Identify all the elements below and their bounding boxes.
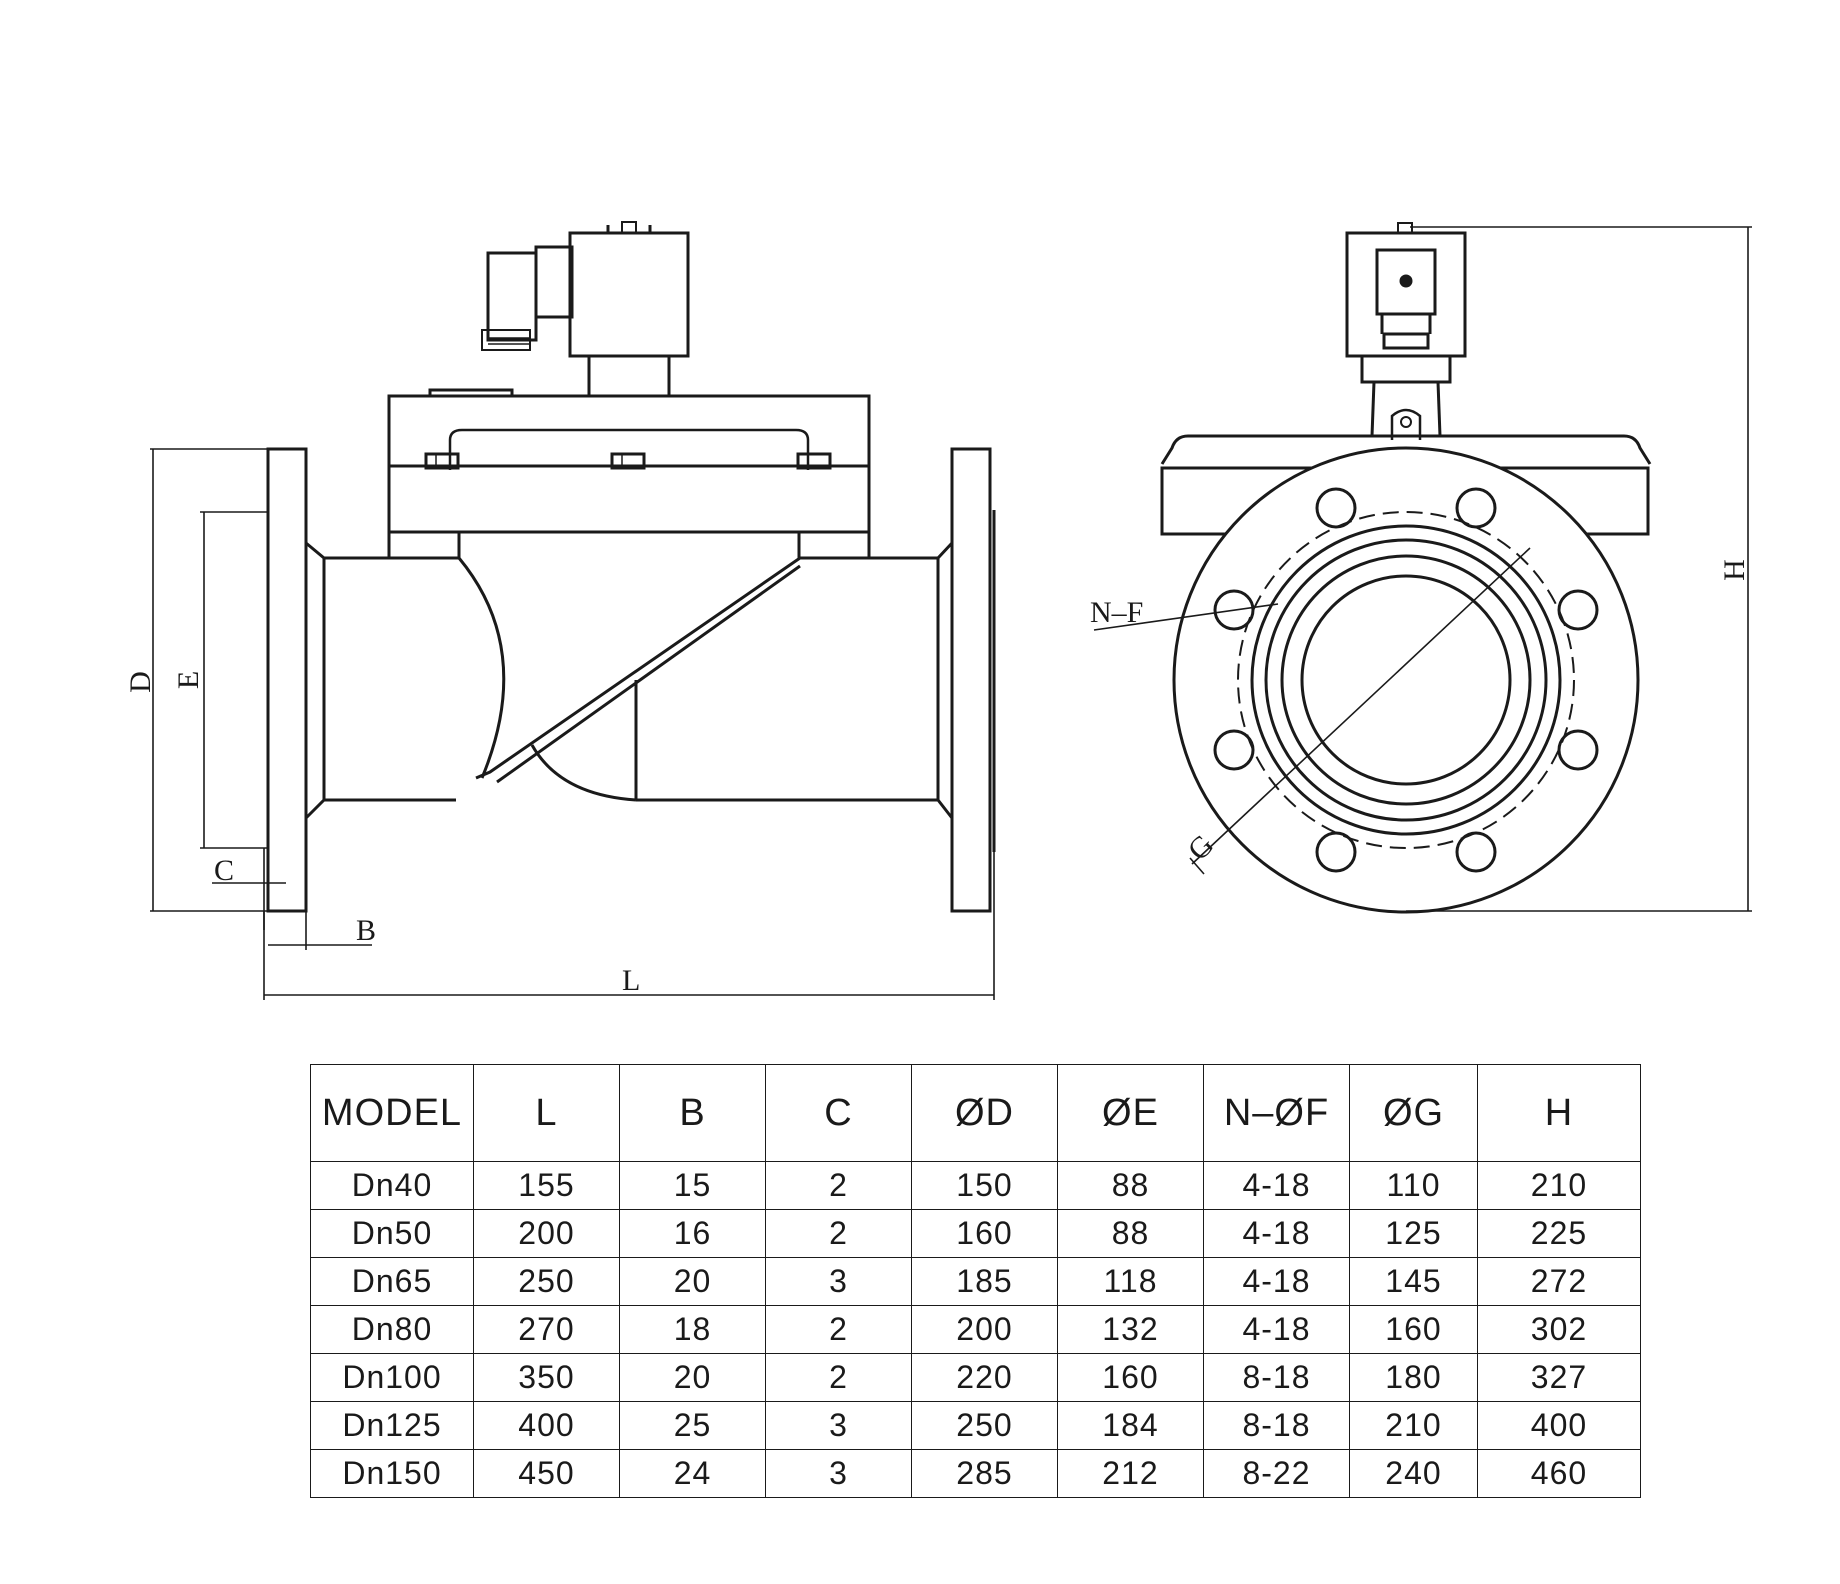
header-h: H bbox=[1477, 1064, 1641, 1162]
label-H: H bbox=[1718, 559, 1751, 581]
cell-e: 88 bbox=[1057, 1161, 1204, 1210]
cell-h: 460 bbox=[1477, 1449, 1641, 1498]
cell-e: 118 bbox=[1057, 1257, 1204, 1306]
header-b: B bbox=[619, 1064, 766, 1162]
cell-h: 225 bbox=[1477, 1209, 1641, 1258]
table-row: Dn65 250 20 3 185 118 4-18 145 272 bbox=[310, 1257, 1641, 1306]
header-nf: N–ØF bbox=[1203, 1064, 1350, 1162]
table-header-row: MODEL L B C ØD ØE N–ØF ØG H bbox=[310, 1064, 1641, 1162]
cell-l: 200 bbox=[473, 1209, 620, 1258]
cell-g: 160 bbox=[1349, 1305, 1478, 1354]
label-L: L bbox=[622, 964, 640, 997]
cell-h: 210 bbox=[1477, 1161, 1641, 1210]
cell-g: 240 bbox=[1349, 1449, 1478, 1498]
cell-model: Dn40 bbox=[310, 1161, 474, 1210]
cell-nf: 4-18 bbox=[1203, 1209, 1350, 1258]
cell-b: 20 bbox=[619, 1353, 766, 1402]
cell-d: 150 bbox=[911, 1161, 1058, 1210]
valve-technical-drawing: D E C B L N–F G H bbox=[124, 221, 1752, 1000]
cell-nf: 8-18 bbox=[1203, 1401, 1350, 1450]
cell-nf: 8-18 bbox=[1203, 1353, 1350, 1402]
cell-d: 285 bbox=[911, 1449, 1058, 1498]
cell-c: 3 bbox=[765, 1401, 912, 1450]
cell-c: 2 bbox=[765, 1209, 912, 1258]
table-row: Dn80 270 18 2 200 132 4-18 160 302 bbox=[310, 1305, 1641, 1354]
cell-c: 3 bbox=[765, 1449, 912, 1498]
cell-nf: 8-22 bbox=[1203, 1449, 1350, 1498]
header-model: MODEL bbox=[310, 1064, 474, 1162]
cell-model: Dn50 bbox=[310, 1209, 474, 1258]
cell-h: 272 bbox=[1477, 1257, 1641, 1306]
cell-d: 250 bbox=[911, 1401, 1058, 1450]
cell-h: 302 bbox=[1477, 1305, 1641, 1354]
cell-d: 185 bbox=[911, 1257, 1058, 1306]
cell-c: 2 bbox=[765, 1161, 912, 1210]
cell-b: 25 bbox=[619, 1401, 766, 1450]
header-d: ØD bbox=[911, 1064, 1058, 1162]
cell-c: 3 bbox=[765, 1257, 912, 1306]
cell-e: 132 bbox=[1057, 1305, 1204, 1354]
cell-l: 270 bbox=[473, 1305, 620, 1354]
header-e: ØE bbox=[1057, 1064, 1204, 1162]
cell-g: 210 bbox=[1349, 1401, 1478, 1450]
cell-l: 400 bbox=[473, 1401, 620, 1450]
cell-d: 200 bbox=[911, 1305, 1058, 1354]
label-N-F: N–F bbox=[1090, 596, 1143, 629]
cell-h: 327 bbox=[1477, 1353, 1641, 1402]
label-C: C bbox=[214, 854, 234, 887]
cell-b: 16 bbox=[619, 1209, 766, 1258]
cell-l: 450 bbox=[473, 1449, 620, 1498]
cell-d: 220 bbox=[911, 1353, 1058, 1402]
cell-h: 400 bbox=[1477, 1401, 1641, 1450]
cell-g: 125 bbox=[1349, 1209, 1478, 1258]
front-view bbox=[1093, 222, 1752, 914]
cell-b: 20 bbox=[619, 1257, 766, 1306]
cell-nf: 4-18 bbox=[1203, 1305, 1350, 1354]
cell-nf: 4-18 bbox=[1203, 1257, 1350, 1306]
cell-g: 145 bbox=[1349, 1257, 1478, 1306]
cell-c: 2 bbox=[765, 1305, 912, 1354]
cell-b: 18 bbox=[619, 1305, 766, 1354]
cell-e: 184 bbox=[1057, 1401, 1204, 1450]
cell-g: 180 bbox=[1349, 1353, 1478, 1402]
dimension-labels: D E C B L N–F G H bbox=[124, 559, 1751, 997]
cell-model: Dn80 bbox=[310, 1305, 474, 1354]
table-row: Dn50 200 16 2 160 88 4-18 125 225 bbox=[310, 1209, 1641, 1258]
cell-nf: 4-18 bbox=[1203, 1161, 1350, 1210]
table-row: Dn125 400 25 3 250 184 8-18 210 400 bbox=[310, 1401, 1641, 1450]
cell-l: 155 bbox=[473, 1161, 620, 1210]
table-row: Dn100 350 20 2 220 160 8-18 180 327 bbox=[310, 1353, 1641, 1402]
cell-e: 160 bbox=[1057, 1353, 1204, 1402]
header-c: C bbox=[765, 1064, 912, 1162]
side-view bbox=[150, 221, 996, 1000]
cell-e: 88 bbox=[1057, 1209, 1204, 1258]
cell-model: Dn65 bbox=[310, 1257, 474, 1306]
spec-table: MODEL L B C ØD ØE N–ØF ØG H Dn40 155 15 … bbox=[310, 1064, 1641, 1498]
cell-g: 110 bbox=[1349, 1161, 1478, 1210]
cell-e: 212 bbox=[1057, 1449, 1204, 1498]
label-E: E bbox=[172, 671, 205, 689]
cell-d: 160 bbox=[911, 1209, 1058, 1258]
label-G: G bbox=[1182, 828, 1221, 867]
cell-b: 24 bbox=[619, 1449, 766, 1498]
table-row: Dn40 155 15 2 150 88 4-18 110 210 bbox=[310, 1161, 1641, 1210]
cell-c: 2 bbox=[765, 1353, 912, 1402]
cell-model: Dn150 bbox=[310, 1449, 474, 1498]
cell-b: 15 bbox=[619, 1161, 766, 1210]
table-row: Dn150 450 24 3 285 212 8-22 240 460 bbox=[310, 1449, 1641, 1498]
cell-l: 350 bbox=[473, 1353, 620, 1402]
cell-model: Dn125 bbox=[310, 1401, 474, 1450]
header-l: L bbox=[473, 1064, 620, 1162]
cell-l: 250 bbox=[473, 1257, 620, 1306]
cell-model: Dn100 bbox=[310, 1353, 474, 1402]
header-g: ØG bbox=[1349, 1064, 1478, 1162]
label-B: B bbox=[356, 914, 376, 947]
label-D: D bbox=[124, 671, 157, 693]
